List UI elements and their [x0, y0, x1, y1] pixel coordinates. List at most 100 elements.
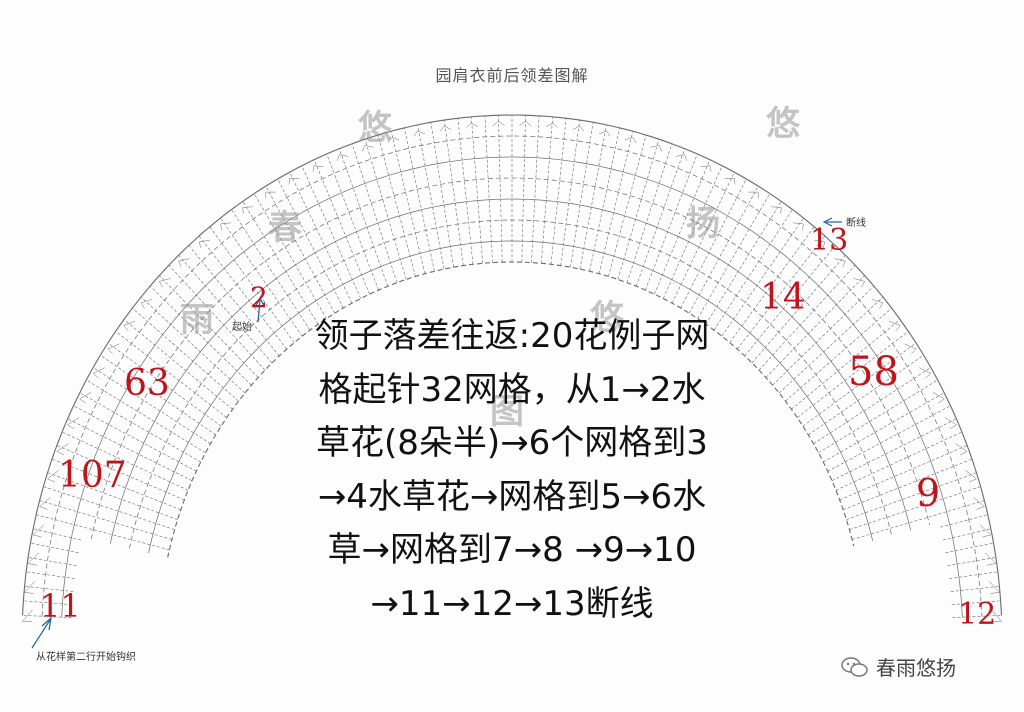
stitch-spoke	[570, 122, 594, 268]
stitch-ring	[129, 219, 893, 549]
stitch-spoke	[188, 245, 280, 357]
stitch-spoke	[198, 235, 287, 350]
start-arrow-head	[255, 296, 265, 307]
stitch-fan	[965, 470, 977, 483]
stitch-spoke	[28, 557, 77, 566]
stitch-spoke	[313, 159, 370, 295]
stitch-spoke	[364, 139, 407, 280]
stitch-fan	[27, 552, 39, 566]
stitch-spoke	[737, 235, 826, 350]
start-arrow	[257, 299, 261, 323]
stitch-fan	[67, 417, 80, 430]
stitch-fan	[140, 298, 153, 309]
stitch-spoke	[802, 342, 917, 427]
stitch-spoke	[107, 342, 222, 427]
stitch-fan	[337, 154, 349, 161]
stitch-spoke	[721, 217, 804, 337]
stitch-fan	[39, 497, 51, 510]
stitch-fan	[220, 222, 232, 231]
instruction-line: 草→网格到7→8 →9→10	[327, 530, 697, 570]
marker-13: 13	[810, 223, 849, 258]
stitch-spoke	[831, 418, 957, 481]
stitch-fan	[492, 120, 505, 127]
stitch-spoke	[430, 122, 454, 268]
stitch-spoke	[951, 600, 1001, 605]
stitch-fan	[991, 609, 1003, 623]
stitch-spoke	[30, 542, 79, 554]
stitch-fan	[932, 392, 945, 404]
watermark-char: 图	[490, 392, 524, 432]
stitch-spoke	[846, 472, 977, 520]
stitch-fan	[242, 206, 254, 214]
marker-58: 58	[848, 349, 899, 395]
instruction-line: →4水草花→网格到5→6水	[317, 476, 707, 517]
stitch-fan	[985, 552, 997, 566]
marker-2: 2	[250, 281, 268, 314]
stitch-spoke	[471, 116, 483, 264]
stitch-spoke	[636, 148, 685, 287]
marker-12: 12	[958, 597, 997, 632]
marker-107: 107	[58, 455, 127, 496]
stitch-spoke	[617, 139, 660, 280]
stitch-spoke	[61, 431, 189, 491]
stitch-spoke	[22, 615, 72, 618]
stitch-spoke	[813, 367, 931, 445]
stitch-spoke	[940, 514, 988, 528]
stitch-fan	[598, 130, 611, 137]
cut-label: 断线	[846, 218, 866, 229]
stitch-spoke	[550, 118, 567, 265]
stitch-fan	[21, 609, 33, 623]
stitch-fan	[387, 136, 400, 144]
stitch-fan	[198, 239, 210, 249]
stitch-fan	[770, 206, 782, 214]
stitch-fan	[362, 144, 374, 152]
stitch-spoke	[791, 319, 901, 410]
stitch-spoke	[115, 330, 227, 418]
stitch-fan	[158, 278, 171, 288]
stitch-spoke	[827, 405, 951, 472]
stitch-ring	[167, 261, 855, 558]
stitch-spoke	[849, 486, 981, 530]
credit-text: 春雨悠扬	[876, 656, 956, 680]
stitch-fan	[47, 470, 59, 483]
marker-63: 63	[124, 363, 170, 404]
instruction-line: 领子落差往返:20花例子网	[314, 316, 710, 356]
stitch-fan	[519, 120, 532, 127]
stitch-fan	[32, 524, 45, 538]
start-label: 起始	[232, 322, 252, 333]
stitch-fan	[675, 154, 687, 161]
stitch-spoke	[560, 119, 580, 266]
row2-arrow-head	[41, 616, 52, 631]
stitch-spoke	[531, 115, 540, 263]
stitch-spoke	[253, 193, 327, 319]
stitch-spoke	[823, 392, 945, 463]
stitch-spoke	[818, 379, 938, 454]
stitch-spoke	[751, 254, 846, 364]
instruction-line: 草花(8朵半)→6个网格到3	[316, 423, 708, 463]
stitch-spoke	[149, 285, 252, 386]
stitch-spoke	[140, 296, 246, 394]
stitch-spoke	[608, 134, 647, 277]
stitch-spoke	[952, 615, 1002, 618]
stitch-fan	[572, 125, 585, 132]
stitch-fan	[123, 320, 136, 332]
cut-arrow-head	[822, 217, 833, 227]
stitch-spoke	[277, 178, 344, 309]
stitch-fan	[178, 258, 190, 268]
stitch-spoke	[950, 586, 1000, 592]
watermark-char: 悠	[766, 104, 800, 144]
stitch-fan	[56, 443, 69, 456]
stitch-spoke	[654, 159, 711, 295]
stitch-spoke	[713, 209, 793, 331]
stitch-fan	[955, 443, 968, 456]
stitch-fan	[650, 144, 662, 152]
stitch-spoke	[43, 486, 175, 530]
stitch-spoke	[24, 586, 74, 592]
stitch-spoke	[326, 153, 379, 291]
stitch-spoke	[351, 143, 398, 283]
stitch-spoke	[73, 405, 197, 472]
stitch-spoke	[39, 500, 172, 540]
stitch-spoke	[945, 542, 994, 554]
